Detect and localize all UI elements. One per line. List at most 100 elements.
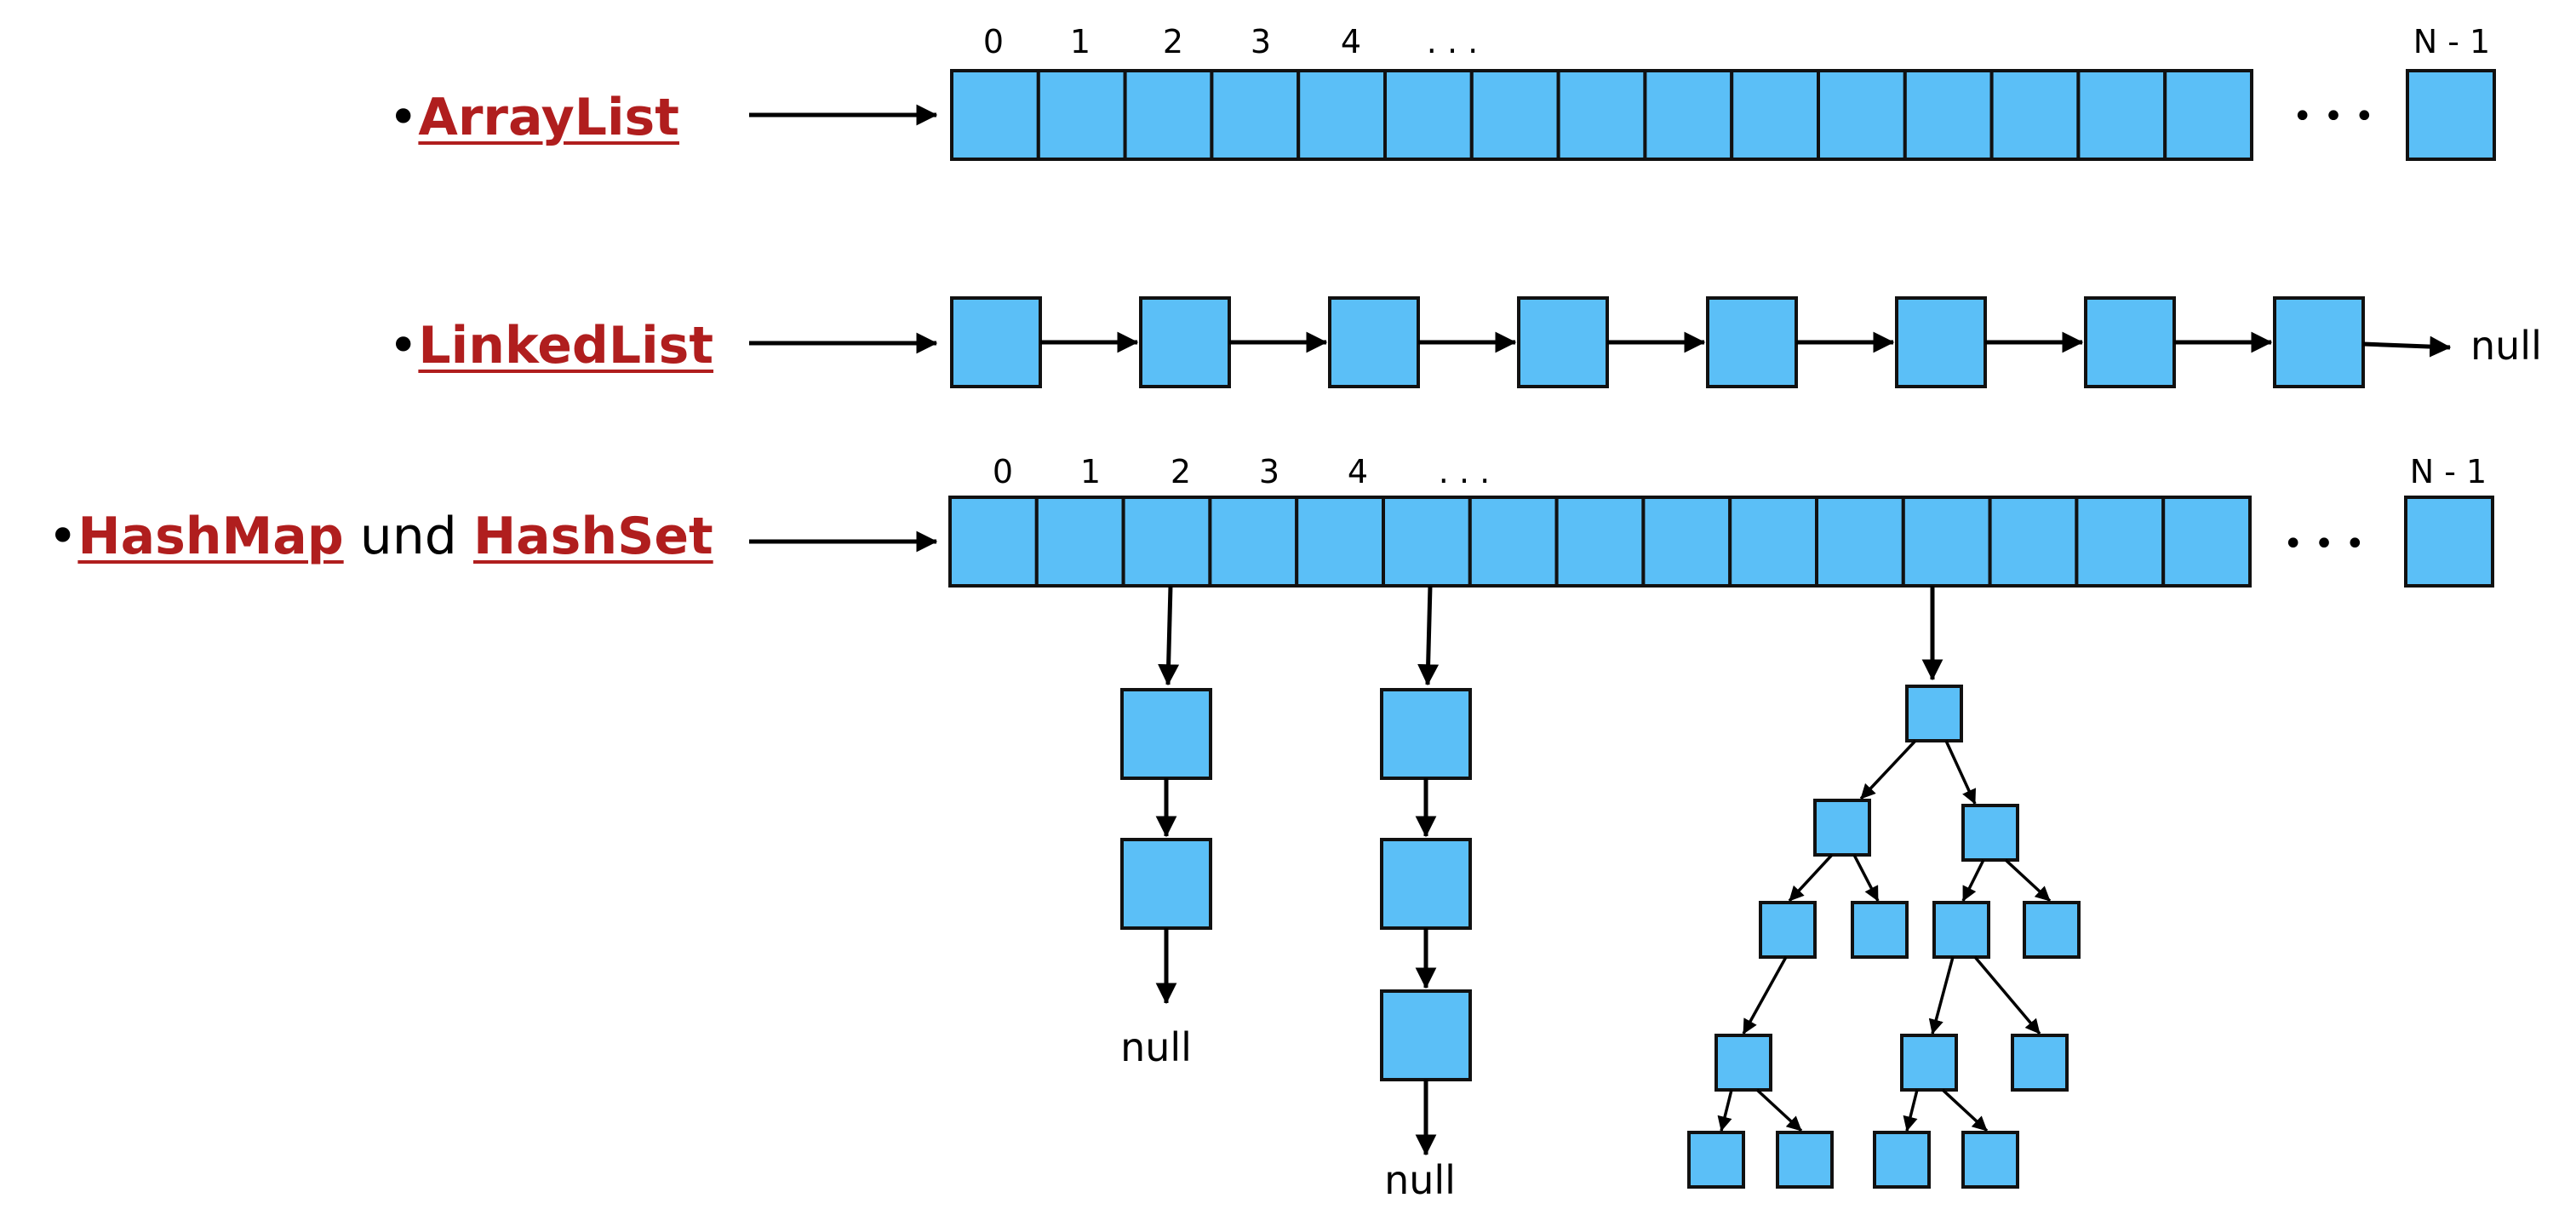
bucket-index-label: 3 [1259,453,1279,490]
array-index-label: N - 1 [2413,23,2490,60]
tree-node [1714,1034,1772,1092]
linked-node [1895,296,1987,388]
tree-node [1687,1131,1745,1189]
bucket-index-label: 1 [1080,453,1101,490]
bucket-cell [1121,496,1212,588]
array-index-label: 0 [983,23,1004,60]
bullet: • [388,88,419,147]
chain-node [1380,989,1472,1081]
arraylist-label: •ArrayList [388,92,679,143]
chain-node [1380,688,1472,780]
linked-node [950,296,1042,388]
bucket-last-cell [2404,496,2494,588]
linked-node [1706,296,1798,388]
linkedlist-link[interactable]: LinkedList [418,316,714,375]
ellipsis-text: • • • [2283,525,2365,564]
tree-edge-arrow [1859,739,1917,800]
array-cell [1210,69,1301,161]
array-index-label: 2 [1163,23,1183,60]
tree-edge-arrow [1961,859,1985,902]
bucket-chain-arrow [1158,585,1180,686]
linked-node [2273,296,2365,388]
bucket-index-label: 2 [1171,453,1191,490]
linked-node [2084,296,2176,388]
linked-node [1328,296,1420,388]
tree-node [1851,901,1909,959]
array-cell [1730,69,1820,161]
array-cell [1817,69,1907,161]
tree-edge-arrow [1742,956,1788,1035]
tree-edge-arrow [1928,956,1955,1035]
bucket-cell [1554,496,1646,588]
tree-node [1905,685,1963,742]
bucket-index-label: . . . [1439,453,1490,490]
tree-node [1961,1131,2019,1189]
array-cell [950,69,1040,161]
null-label: null [1384,1157,1456,1203]
bucket-cell [1295,496,1385,588]
tree-edge-arrow [1788,853,1834,903]
array-cell [1903,69,1994,161]
tree-edge-arrow [1755,1088,1803,1132]
hashmap-link[interactable]: HashMap [77,507,344,566]
array-cell [2163,69,2253,161]
bucket-cell [2161,496,2252,588]
next-pointer-arrow [2362,335,2452,358]
array-index-label: 3 [1251,23,1271,60]
array-cell [1469,69,1560,161]
bucket-chain-arrow [1417,585,1440,686]
tree-node [1813,799,1871,857]
array-index-label: 4 [1341,23,1361,60]
tree-edge-arrow [1852,854,1880,902]
array-cell [1643,69,1734,161]
bucket-cell [1208,496,1299,588]
linked-node [1139,296,1231,388]
bucket-cell [1641,496,1732,588]
array-cell [1989,69,2081,161]
tree-node [1776,1131,1834,1189]
bullet: • [48,507,78,566]
bucket-cell [2075,496,2166,588]
tree-edge-arrow [1944,740,1977,805]
array-index-label: . . . [1427,23,1478,60]
bucket-cell [1468,496,1559,588]
linkedlist-label: •LinkedList [388,320,713,371]
tree-node [2011,1034,2069,1092]
array-cell [1036,69,1127,161]
arraylist-link[interactable]: ArrayList [418,88,679,147]
joiner-text: und [343,507,473,566]
tree-node [1932,901,1990,959]
tree-node [1873,1131,1931,1189]
bucket-index-label: N - 1 [2410,453,2487,490]
tree-node [1900,1034,1958,1092]
tree-node [2023,901,2081,959]
tree-edge-arrow [1903,1089,1919,1132]
hashset-link[interactable]: HashSet [472,507,713,566]
bucket-cell [1988,496,2079,588]
array-index-label: 1 [1070,23,1091,60]
linked-node [1517,296,1609,388]
chain-node [1120,688,1212,780]
tree-edge-arrow [1717,1089,1733,1132]
array-last-cell [2406,69,2496,161]
bucket-cell [1382,496,1472,588]
bucket-cell [1815,496,1905,588]
bucket-cell [948,496,1039,588]
null-label: null [2470,323,2542,369]
tree-node [1759,901,1817,959]
array-cell [1297,69,1387,161]
tree-node [1961,804,2019,862]
array-cell [1556,69,1647,161]
null-label: null [1120,1024,1192,1070]
array-cell [2076,69,2167,161]
array-cell [1123,69,1214,161]
hashmap-hashset-label: •HashMap und HashSet [48,511,713,562]
tree-edge-arrow [1973,955,2041,1035]
bucket-cell [1034,496,1125,588]
tree-edge-arrow [1941,1088,1989,1132]
bucket-cell [1901,496,1992,588]
bullet: • [388,316,419,375]
tree-edge-arrow [2004,858,2052,903]
